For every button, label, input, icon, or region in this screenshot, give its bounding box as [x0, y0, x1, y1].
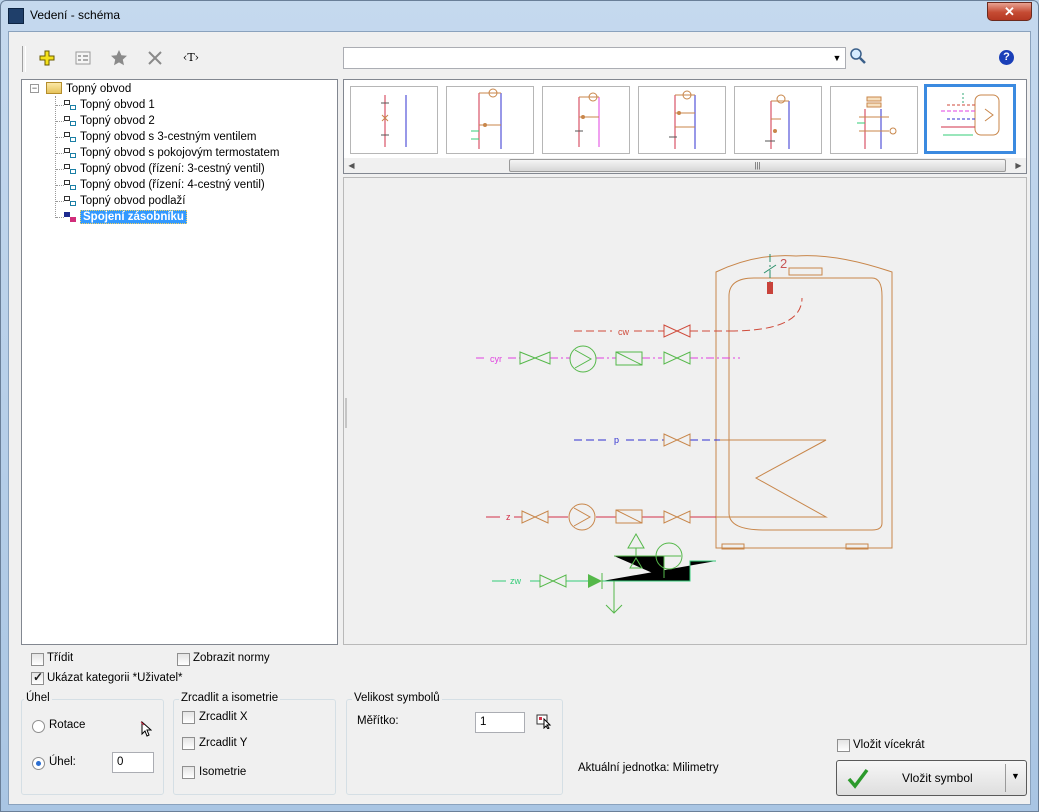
label-cw: cw	[618, 327, 630, 337]
rotation-label: Rotace	[49, 719, 86, 731]
search-combobox[interactable]: ▼	[343, 47, 846, 69]
search-combobox-value	[344, 51, 348, 65]
symbol-size-group: Velikost symbolů Měřítko: 1	[346, 692, 563, 795]
scheme-node-icon	[64, 195, 76, 206]
category-tree[interactable]: − Topný obvod Topný obvod 1 Topný obvod …	[21, 79, 338, 645]
toolbar-grip[interactable]	[22, 46, 26, 72]
title-bar[interactable]: Vedení - schéma ✕	[1, 1, 1038, 29]
scroll-right-icon[interactable]: ▶	[1015, 161, 1022, 170]
tree-item[interactable]: Topný obvod podlaží	[64, 193, 186, 209]
help-icon[interactable]: ?	[999, 50, 1014, 65]
pick-rotation-cursor-icon[interactable]	[140, 720, 153, 737]
symbol-thumbnail[interactable]	[350, 86, 438, 154]
scheme-node-icon	[64, 179, 76, 190]
angle-radio[interactable]	[32, 757, 45, 770]
folder-icon	[46, 82, 62, 94]
symbol-thumbnail[interactable]	[734, 86, 822, 154]
symbol-thumbnail[interactable]	[446, 86, 534, 154]
search-icon[interactable]	[849, 47, 869, 67]
mirror-x-checkbox[interactable]	[182, 711, 195, 724]
user-scheme-node-icon	[64, 211, 76, 222]
chevron-down-icon[interactable]: ▼	[832, 53, 842, 63]
current-units-text: Aktuální jednotka: Milimetry	[578, 762, 719, 774]
scheme-node-icon	[64, 131, 76, 142]
symbol-thumbnail-selected[interactable]	[924, 84, 1016, 154]
symbol-thumbnail[interactable]	[638, 86, 726, 154]
symbol-thumbnail[interactable]	[542, 86, 630, 154]
symbol-size-group-title: Velikost symbolů	[352, 692, 442, 704]
symbol-preview: 2 cw cyr p	[343, 177, 1027, 645]
insert-symbol-button[interactable]: Vložit symbol ▼	[836, 760, 1027, 796]
thumbnail-scrollbar[interactable]: ◀ ||| ▶	[344, 158, 1026, 173]
label-cyr: cyr	[490, 354, 502, 364]
scheme-node-icon	[64, 115, 76, 126]
label-2: 2	[780, 256, 787, 271]
scheme-node-icon	[64, 163, 76, 174]
add-icon[interactable]	[35, 46, 59, 70]
label-zw: zw	[510, 576, 522, 586]
label-p: p	[614, 435, 619, 445]
label-z: z	[506, 512, 511, 522]
scroll-left-icon[interactable]: ◀	[348, 161, 355, 170]
symbol-thumbnail[interactable]	[830, 86, 918, 154]
dialog-client: ‹T› ▼ ? − Topný obvod Topný obvod 1 Topn…	[8, 31, 1031, 805]
window-title: Vedení - schéma	[30, 8, 121, 22]
properties-icon[interactable]	[71, 46, 95, 70]
mirror-group-title: Zrcadlit a isometrie	[179, 692, 281, 704]
insert-symbol-label: Vložit symbol	[902, 771, 973, 785]
symbol-thumbnail-strip[interactable]: ◀ ||| ▶	[343, 79, 1027, 174]
show-user-category-checkbox[interactable]	[31, 670, 44, 685]
delete-icon[interactable]	[143, 46, 167, 70]
scrollbar-thumb[interactable]: |||	[509, 159, 1006, 172]
tree-item[interactable]: Topný obvod s pokojovým termostatem	[64, 145, 279, 161]
tree-item-selected[interactable]: Spojení zásobníku	[64, 209, 187, 225]
isometry-checkbox[interactable]	[182, 766, 195, 779]
tree-item[interactable]: Topný obvod (řízení: 4-cestný ventil)	[64, 177, 265, 193]
scale-label: Měřítko:	[357, 715, 399, 727]
tree-item[interactable]: Topný obvod (řízení: 3-cestný ventil)	[64, 161, 265, 177]
tree-item[interactable]: Topný obvod 1	[64, 97, 155, 113]
angle-label: Úhel:	[49, 756, 76, 768]
show-user-category-label: Ukázat kategorii *Uživatel*	[47, 672, 183, 684]
mirror-y-checkbox[interactable]	[182, 737, 195, 750]
tree-root-item[interactable]: Topný obvod	[66, 83, 132, 95]
show-norms-label: Zobrazit normy	[193, 652, 270, 664]
insert-multiple-checkbox[interactable]	[837, 739, 850, 752]
insert-text-icon[interactable]: ‹T›	[182, 51, 200, 64]
tree-item[interactable]: Topný obvod s 3-cestným ventilem	[64, 129, 256, 145]
insert-options-dropdown-icon[interactable]: ▼	[1011, 771, 1020, 781]
sort-label: Třídit	[47, 652, 74, 664]
rotation-radio[interactable]	[32, 720, 45, 733]
sort-checkbox[interactable]	[31, 653, 44, 666]
scheme-node-icon	[64, 99, 76, 110]
insert-multiple-label: Vložit vícekrát	[853, 739, 925, 751]
close-button[interactable]: ✕	[987, 2, 1032, 21]
angle-group-title: Úhel	[24, 692, 52, 704]
app-icon	[8, 8, 24, 24]
show-norms-checkbox[interactable]	[177, 653, 190, 666]
scale-input[interactable]: 1	[475, 712, 525, 733]
isometry-label: Isometrie	[199, 766, 247, 778]
scheme-node-icon	[64, 147, 76, 158]
checkmark-icon	[847, 767, 869, 789]
mirror-group: Zrcadlit a isometrie Zrcadlit X Zrcadlit…	[173, 692, 336, 795]
mirror-x-label: Zrcadlit X	[199, 711, 248, 723]
collapse-toggle[interactable]: −	[30, 83, 39, 93]
tree-item[interactable]: Topný obvod 2	[64, 113, 155, 129]
mirror-y-label: Zrcadlit Y	[199, 737, 248, 749]
angle-group: Úhel Rotace Úhel: 0	[21, 692, 164, 795]
pick-scale-icon[interactable]	[536, 713, 552, 730]
favorite-star-icon[interactable]	[107, 46, 131, 70]
angle-input[interactable]: 0	[112, 752, 154, 773]
